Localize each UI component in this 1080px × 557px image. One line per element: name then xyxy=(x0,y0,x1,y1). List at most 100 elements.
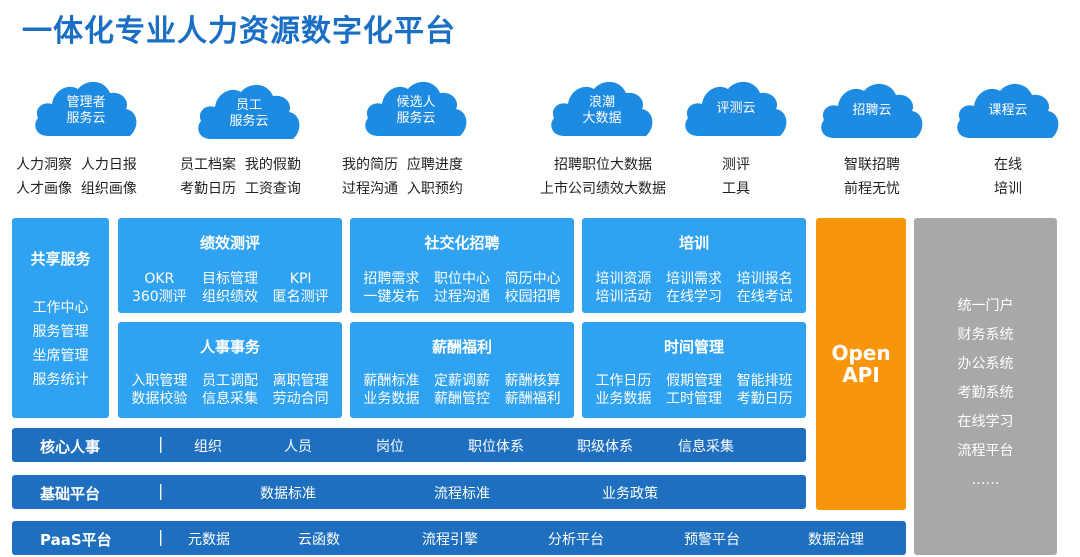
cloud-recruitment: 招聘云 xyxy=(816,75,928,141)
eval-services: 测评 工具 xyxy=(700,153,772,201)
service-item: 人才画像 xyxy=(16,181,72,197)
shared-services-title: 共享服务 xyxy=(30,250,91,268)
service-item: 在线 xyxy=(994,157,1022,173)
cloud-evaluation: 评测云 xyxy=(680,73,792,139)
module-item: 工作日历 xyxy=(595,373,652,389)
bar-item: 信息采集 xyxy=(678,439,734,455)
cloud-shape-icon xyxy=(198,84,300,139)
bar-item: 数据标准 xyxy=(260,486,316,502)
cloud-label: 管理者 xyxy=(66,95,106,110)
shared-item: 坐席管理 xyxy=(32,348,89,364)
module-item: 信息采集 xyxy=(201,391,258,407)
external-item: 流程平台 xyxy=(957,443,1014,459)
module-item: KPI xyxy=(289,271,312,287)
bar-item: 职级体系 xyxy=(577,439,633,455)
service-item: 我的假勤 xyxy=(244,157,301,173)
open-api-panel: Open API xyxy=(816,218,906,510)
recruit-services: 智联招聘 前程无忧 xyxy=(836,153,908,201)
module-title: 社交化招聘 xyxy=(424,234,500,252)
module-item: 过程沟通 xyxy=(433,289,490,305)
cloud-shape-icon xyxy=(957,83,1059,138)
module-item: 业务数据 xyxy=(363,391,420,407)
external-item: 考勤系统 xyxy=(957,385,1014,401)
bar-item: 岗位 xyxy=(376,439,404,455)
module-compensation: 薪酬福利 薪酬标准 定薪调薪 薪酬核算 业务数据 薪酬管控 薪酬福利 xyxy=(350,322,574,418)
service-item: 培训 xyxy=(994,181,1022,197)
external-systems-panel: 统一门户 财务系统 办公系统 考勤系统 在线学习 流程平台 …… xyxy=(914,218,1057,555)
module-item: 定薪调薪 xyxy=(433,373,490,389)
cloud-course: 课程云 xyxy=(952,75,1064,141)
module-title: 绩效测评 xyxy=(199,234,260,252)
bar-item: 流程标准 xyxy=(434,486,490,502)
module-item: 考勤日历 xyxy=(736,391,793,407)
module-item: 简历中心 xyxy=(504,271,561,287)
bar-title: PaaS平台 xyxy=(40,531,112,549)
module-item: 员工调配 xyxy=(201,373,258,389)
cloud-label: 招聘云 xyxy=(852,103,892,118)
cloud-bigdata: 浪潮大数据 xyxy=(546,73,658,139)
external-item: 统一门户 xyxy=(957,298,1014,314)
bar-item: 预警平台 xyxy=(684,532,740,548)
module-item: 假期管理 xyxy=(665,373,722,389)
service-item: 员工档案 xyxy=(180,157,236,173)
external-item: 办公系统 xyxy=(957,356,1014,372)
module-item: 薪酬核算 xyxy=(504,373,561,389)
cloud-shape-icon xyxy=(821,83,923,138)
shared-item: 服务管理 xyxy=(32,324,89,340)
bar-base-platform: 基础平台 | 数据标准 流程标准 业务政策 xyxy=(12,475,806,509)
cloud-shape-icon xyxy=(551,81,653,136)
module-title: 时间管理 xyxy=(663,338,724,356)
module-title: 人事事务 xyxy=(199,338,260,356)
bar-core-hr: 核心人事 | 组织 人员 岗位 职位体系 职级体系 信息采集 xyxy=(12,428,806,462)
cloud-label: 浪潮 xyxy=(588,95,615,110)
module-item: 在线考试 xyxy=(736,289,793,305)
cloud-label: 评测云 xyxy=(716,101,756,116)
bar-separator: | xyxy=(158,434,164,453)
cloud-employee-service: 员工服务云 xyxy=(193,76,305,142)
service-item: 我的简历 xyxy=(342,157,398,173)
service-item: 招聘职位大数据 xyxy=(554,157,652,173)
cloud-shape-icon xyxy=(365,81,467,136)
module-item: 工时管理 xyxy=(665,391,722,407)
service-item: 过程沟通 xyxy=(342,181,398,197)
module-item: 培训资源 xyxy=(595,271,652,287)
open-api-label: API xyxy=(842,363,880,387)
module-item: 组织绩效 xyxy=(201,289,258,305)
module-item: 业务数据 xyxy=(595,391,652,407)
bar-item: 元数据 xyxy=(188,532,230,548)
module-performance: 绩效测评 OKR 目标管理 KPI 360测评 组织绩效 匿名测评 xyxy=(118,218,342,313)
cloud-label: 课程云 xyxy=(988,103,1028,118)
module-item: 薪酬福利 xyxy=(504,391,561,407)
module-social-recruitment: 社交化招聘 招聘需求 职位中心 简历中心 一键发布 过程沟通 校园招聘 xyxy=(350,218,574,313)
bar-separator: | xyxy=(158,481,164,500)
bar-item: 职位体系 xyxy=(468,439,524,455)
external-item: …… xyxy=(971,472,1000,488)
employee-services: 员工档案 我的假勤 考勤日历 工资查询 xyxy=(180,153,301,201)
service-item: 入职预约 xyxy=(406,181,463,197)
cloud-manager-service: 管理者服务云 xyxy=(30,73,142,139)
service-item: 人力洞察 xyxy=(16,157,72,173)
module-item: 校园招聘 xyxy=(504,289,561,305)
shared-item: 工作中心 xyxy=(32,300,89,316)
module-item: OKR xyxy=(144,271,175,287)
service-item: 组织画像 xyxy=(80,181,137,197)
bar-item: 业务政策 xyxy=(602,486,658,502)
module-item: 在线学习 xyxy=(665,289,722,305)
cloud-label: 服务云 xyxy=(66,111,106,126)
open-api-label: Open xyxy=(831,341,891,365)
bar-paas-platform: PaaS平台 | 元数据 云函数 流程引擎 分析平台 预警平台 数据治理 xyxy=(12,521,906,555)
cloud-label: 候选人 xyxy=(396,95,436,110)
service-item: 工具 xyxy=(722,181,750,197)
bar-title: 核心人事 xyxy=(40,438,101,456)
service-item: 前程无忧 xyxy=(844,181,900,197)
page-title: 一体化专业人力资源数字化平台 xyxy=(22,14,456,49)
module-item: 培训活动 xyxy=(595,289,652,305)
module-title: 培训 xyxy=(678,234,709,252)
module-item: 劳动合同 xyxy=(272,391,329,407)
module-personnel-affairs: 人事事务 入职管理 员工调配 离职管理 数据校验 信息采集 劳动合同 xyxy=(118,322,342,418)
course-services: 在线 培训 xyxy=(972,153,1044,201)
module-item: 目标管理 xyxy=(201,271,258,287)
bar-item: 云函数 xyxy=(298,532,340,548)
module-time-management: 时间管理 工作日历 假期管理 智能排班 业务数据 工时管理 考勤日历 xyxy=(582,322,806,418)
cloud-shape-icon xyxy=(685,81,787,136)
